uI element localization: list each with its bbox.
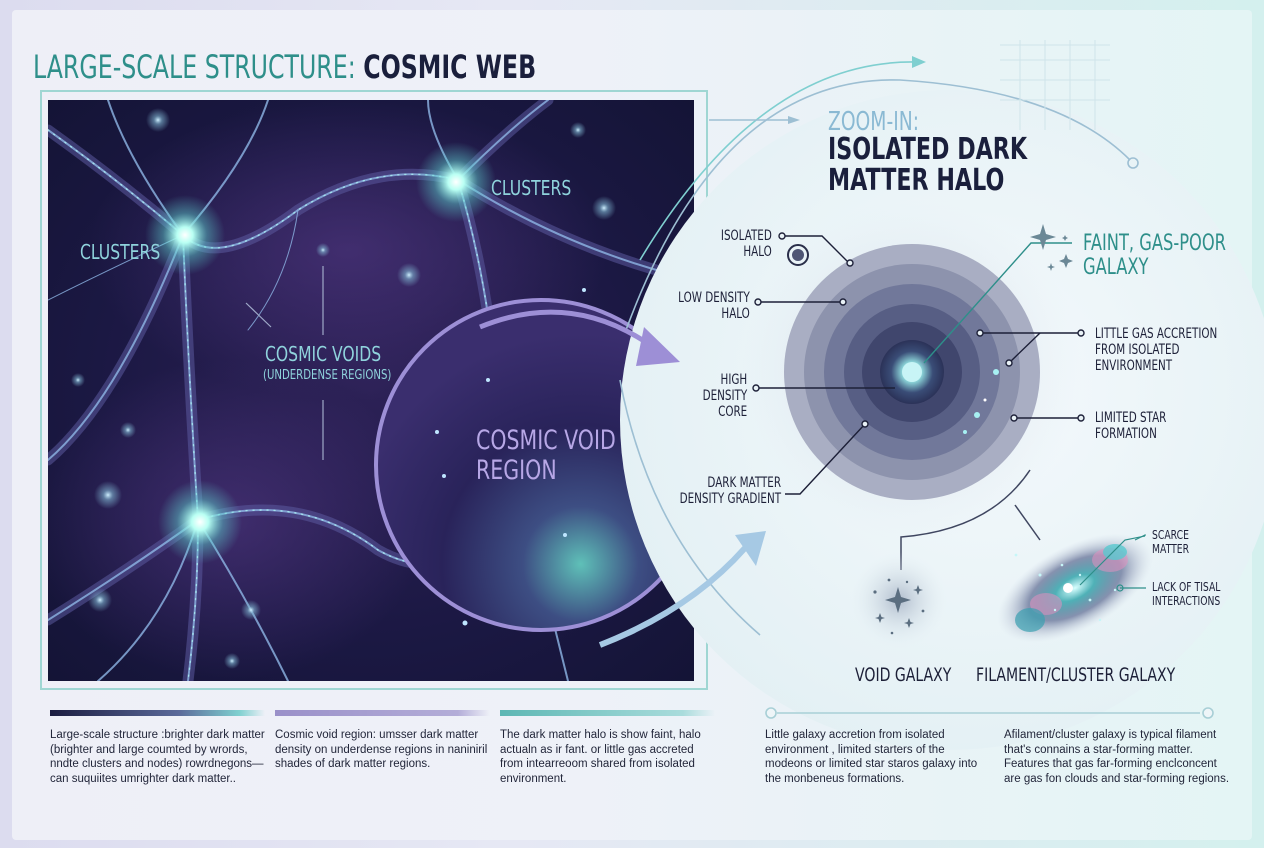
label-line: DARK MATTER [707, 475, 781, 491]
scarce-matter-label: SCARCE MATTER [1152, 528, 1189, 556]
caption-text: Afilament/cluster galaxy is typical fila… [1004, 729, 1230, 785]
label-line: ISOLATED [721, 228, 772, 244]
label-line: HALO [721, 306, 750, 322]
lack-of-tidal-interactions-label: LACK OF TISAL INTERACTIONS [1152, 580, 1220, 608]
label-line: LITTLE GAS ACCRETION [1095, 326, 1218, 342]
label-line: DENSITY [702, 388, 747, 404]
label-line: LOW DENSITY [678, 290, 750, 306]
low-density-halo-label: LOW DENSITY HALO [678, 290, 750, 322]
high-density-core-label: HIGH DENSITY CORE [702, 372, 747, 420]
label-line: DENSITY GRADIENT [679, 491, 781, 507]
caption-text: Cosmic void region: umsser dark matter d… [275, 729, 488, 770]
cosmic-web-image: CLUSTERS CLUSTERS COSMIC VOIDS (UNDERDEN… [48, 100, 694, 681]
label-line: GALAXY [1083, 255, 1149, 280]
title-emphasis: COSMIC WEB [363, 48, 537, 86]
label-line: FROM ISOLATED [1095, 342, 1180, 358]
caption-bar [275, 710, 490, 716]
limited-star-formation-label: LIMITED STAR FORMATION [1095, 410, 1166, 442]
label-line: LIMITED STAR [1095, 410, 1167, 426]
faint-gas-poor-galaxy-label: FAINT, GAS-POOR GALAXY [1083, 232, 1226, 280]
caption-bar [500, 710, 715, 716]
caption-dark-matter-halo: The dark matter halo is show faint, halo… [500, 710, 715, 786]
zoom-title-line2: MATTER HALO [828, 163, 1005, 198]
label-line: HALO [743, 244, 772, 260]
density-gradient-label: DARK MATTER DENSITY GRADIENT [680, 475, 781, 507]
label-line: LACK OF TISAL [1152, 579, 1221, 594]
label-line: HIGH [720, 372, 747, 388]
clusters-label-right: CLUSTERS [491, 176, 572, 200]
caption-cosmic-void: Cosmic void region: umsser dark matter d… [275, 710, 490, 772]
label-line: FORMATION [1095, 426, 1157, 442]
void-galaxy-label: VOID GALAXY [855, 664, 952, 686]
caption-void-galaxy: Little galaxy accretion from isolated en… [765, 710, 990, 786]
caption-bar [765, 710, 990, 716]
cosmic-void-lens [245, 266, 694, 632]
caption-text: Large-scale structure :brighter dark mat… [50, 729, 265, 785]
cosmic-void-region-label: COSMIC VOID REGION [476, 426, 616, 486]
zoom-title: ISOLATED DARK MATTER HALO [828, 134, 1027, 196]
cosmic-voids-sublabel: (UNDERDENSE REGIONS) [263, 368, 392, 383]
void-region-line2: REGION [476, 455, 557, 486]
gas-accretion-label: LITTLE GAS ACCRETION FROM ISOLATED ENVIR… [1095, 326, 1217, 374]
label-line: FAINT, GAS-POOR [1083, 231, 1227, 256]
isolated-halo-label: ISOLATED HALO [721, 228, 772, 260]
filament-cluster-galaxy-label: FILAMENT/CLUSTER GALAXY [976, 664, 1176, 686]
clusters-label-left: CLUSTERS [80, 240, 161, 264]
label-line: INTERACTIONS [1152, 593, 1221, 608]
page-title: LARGE-SCALE STRUCTURE: COSMIC WEB [33, 48, 536, 86]
label-line: SCARCE [1152, 527, 1189, 542]
title-prefix: LARGE-SCALE STRUCTURE: [33, 48, 356, 86]
caption-text: The dark matter halo is show faint, halo… [500, 729, 701, 785]
cosmic-voids-label: COSMIC VOIDS [265, 342, 382, 366]
caption-bar [50, 710, 265, 716]
label-line: CORE [717, 404, 747, 420]
label-line: ENVIRONMENT [1095, 358, 1173, 374]
caption-text: Little galaxy accretion from isolated en… [765, 729, 978, 785]
void-region-line1: COSMIC VOID [476, 425, 616, 456]
zoom-subtitle: ZOOM-IN: [828, 107, 920, 137]
caption-filament-galaxy: Afilament/cluster galaxy is typical fila… [1004, 710, 1229, 786]
zoom-title-line1: ISOLATED DARK [828, 132, 1028, 167]
label-line: MATTER [1152, 541, 1189, 556]
caption-bar [1004, 710, 1229, 716]
caption-large-scale-structure: Large-scale structure :brighter dark mat… [50, 710, 265, 786]
